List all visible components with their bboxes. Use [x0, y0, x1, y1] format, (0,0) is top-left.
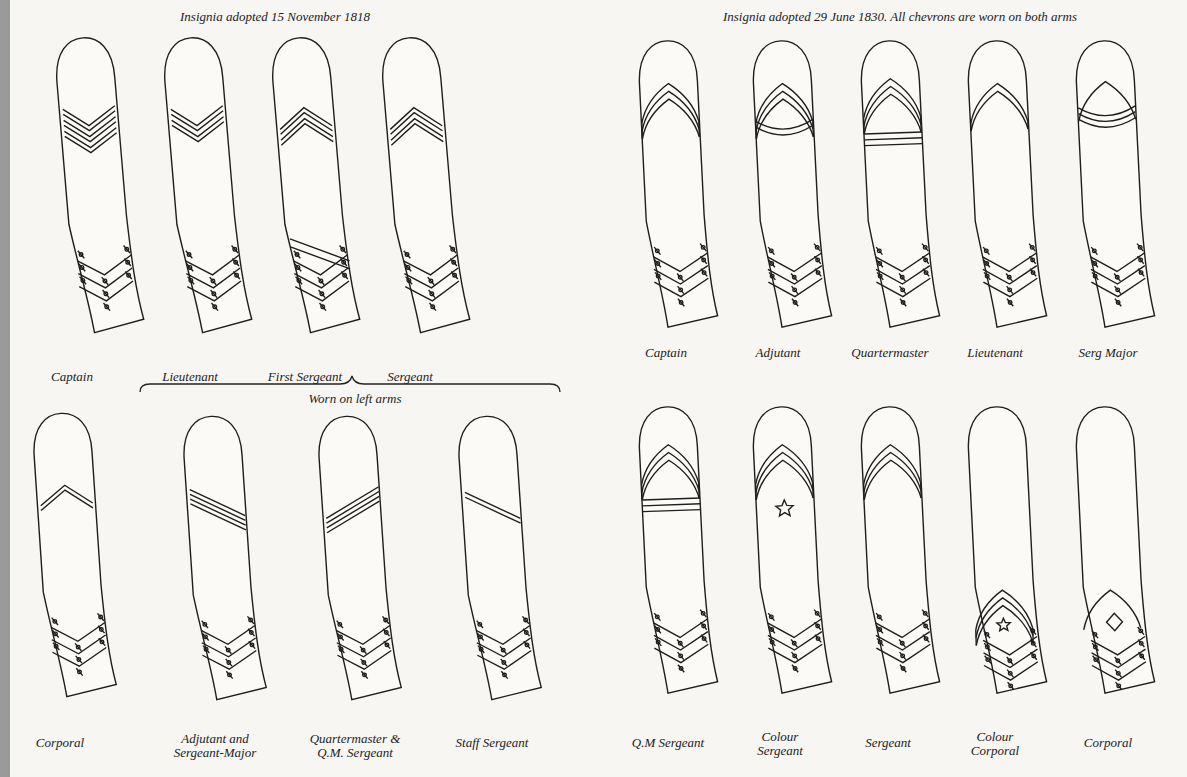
sleeve	[860, 39, 940, 327]
rank-label: Sergeant	[843, 736, 933, 750]
sleeve	[317, 414, 402, 700]
rank-label: Quartermaster & Q.M. Sergeant	[295, 732, 415, 760]
rank-label: Worn on left arms	[282, 392, 428, 406]
scan-edge	[0, 0, 10, 777]
rank-label: Quartermaster	[840, 346, 940, 360]
sleeve	[967, 39, 1047, 327]
rank-label: Sergeant	[365, 370, 455, 384]
rank-label: First Sergeant	[250, 370, 360, 384]
rank-label: Corporal	[15, 736, 105, 750]
sleeve	[54, 35, 144, 334]
rank-label: Adjutant	[738, 346, 818, 360]
sleeve	[380, 35, 470, 334]
rank-label: Colour Sergeant	[745, 730, 815, 758]
sleeve	[967, 405, 1047, 693]
sleeve	[32, 411, 117, 697]
sleeve	[1075, 405, 1155, 693]
rank-label: Captain	[626, 346, 706, 360]
sleeve	[162, 35, 252, 334]
sleeve	[752, 39, 832, 327]
heading-label: Insignia adopted 15 November 1818	[180, 10, 370, 24]
rank-label: Serg Major	[1063, 346, 1153, 360]
sleeve	[752, 405, 832, 693]
sleeve	[860, 405, 940, 693]
rank-label: Captain	[27, 370, 117, 384]
rank-label: Lieutenant	[955, 346, 1035, 360]
sleeve	[638, 39, 718, 327]
rank-label: Adjutant and Sergeant-Major	[160, 732, 270, 760]
sleeve	[457, 414, 542, 700]
sleeve	[1075, 39, 1155, 327]
rank-label: Lieutenant	[140, 370, 240, 384]
rank-label: Q.M Sergeant	[623, 736, 713, 750]
sleeve	[182, 414, 267, 700]
sleeve	[638, 405, 718, 693]
rank-label: Staff Sergeant	[442, 736, 542, 750]
rank-label: Corporal	[1063, 736, 1153, 750]
rank-label: Colour Corporal	[960, 730, 1030, 758]
heading-label: Insignia adopted 29 June 1830. All chevr…	[723, 10, 1077, 24]
sleeve	[270, 35, 360, 334]
